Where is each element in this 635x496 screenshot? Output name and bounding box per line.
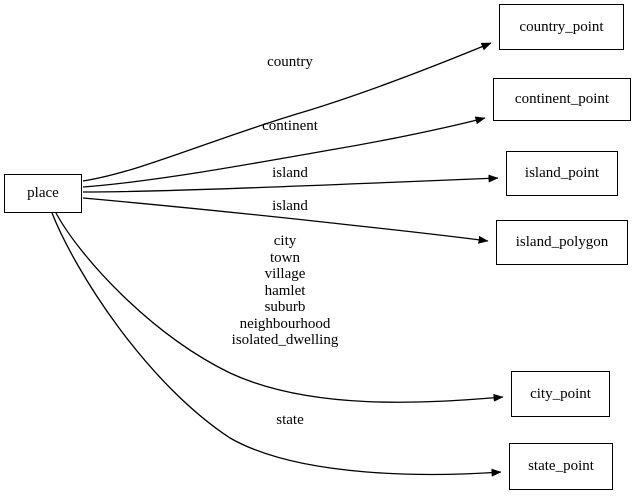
edge-label-line: isolated_dwelling: [231, 332, 339, 348]
edge-place-to-state_point: [51, 212, 502, 477]
edge-label-line: suburb: [264, 299, 306, 315]
edge-label-island_polygon: island: [272, 199, 308, 214]
edge-label-line: neighbourhood: [239, 315, 331, 332]
edge-place-to-continent_point: [82, 116, 486, 188]
edge-label-line: city: [273, 233, 297, 249]
edge-label-continent_point: continent: [262, 119, 318, 134]
edge-place-to-island_polygon: [82, 197, 489, 244]
edge-paths: [51, 42, 504, 477]
node-state_point[interactable]: state_point: [509, 443, 613, 490]
node-city_point[interactable]: city_point: [511, 371, 610, 417]
edge-place-to-country_point: [82, 42, 492, 182]
node-continent_point[interactable]: continent_point: [493, 78, 631, 121]
edge-label-line: state: [276, 412, 304, 428]
edge-label-line: island: [272, 198, 308, 214]
edge-place-to-island_point: [82, 174, 499, 193]
node-island_point[interactable]: island_point: [506, 151, 618, 196]
edge-place-to-city_point: [55, 212, 504, 403]
edge-label-state_point: state: [276, 413, 304, 428]
edge-label-island_point: island: [272, 166, 308, 181]
edge-label-line: continent: [262, 118, 318, 134]
edge-label-line: island: [272, 165, 308, 181]
edge-label-line: town: [270, 249, 300, 266]
edge-label-country_point: country: [267, 55, 313, 70]
edge-label-line: country: [267, 54, 313, 70]
edge-label-line: village: [264, 266, 306, 282]
node-island_polygon[interactable]: island_polygon: [496, 220, 628, 265]
node-place[interactable]: place: [4, 174, 82, 213]
node-country_point[interactable]: country_point: [499, 4, 624, 50]
edge-label-line: hamlet: [264, 282, 306, 299]
